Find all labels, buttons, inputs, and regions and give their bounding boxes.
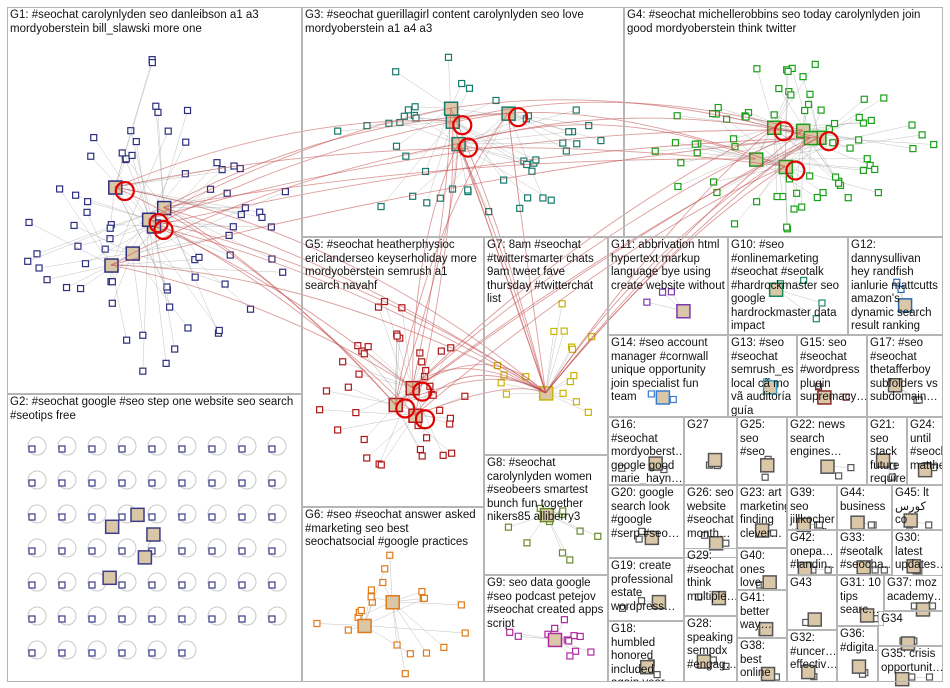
group-box-g21: G21: seo stack future require…	[867, 417, 907, 485]
group-box-g45: G45: lt كورس co seo…	[892, 485, 943, 530]
group-box-g13: G13: #seo #seochat semrush_es local cã m…	[728, 335, 797, 417]
group-label-g43: G43	[790, 577, 834, 591]
group-label-g41: G41: better way…	[740, 592, 784, 633]
group-label-g42: G42: onepa… #landin…	[790, 532, 834, 573]
group-label-g36: G36: #digita…	[840, 628, 875, 655]
group-box-g4: G4: #seochat michellerobbins seo today c…	[624, 7, 943, 237]
group-box-g39: G39: seo jillkocher #jumpfl…	[787, 485, 837, 530]
group-label-g35: G35: crisis opportunit…	[881, 648, 940, 675]
group-label-g39: G39: seo jillkocher #jumpfl…	[790, 487, 834, 530]
group-label-g38: G38: best online marketin…	[740, 640, 784, 682]
group-box-g8: G8: #seochat carolynlyden women #seobeer…	[484, 455, 608, 575]
group-label-g45: G45: lt كورس co seo…	[895, 487, 940, 530]
group-label-g23: G23: art marketing finding clever…	[740, 487, 784, 541]
group-box-g22: G22: news search engines…	[787, 417, 867, 485]
group-box-g28: G28: speaking sempdx #engag…	[684, 616, 737, 682]
group-box-g29: G29: #seochat think multiple…	[684, 548, 737, 616]
group-box-g41: G41: better way…	[737, 590, 787, 638]
group-label-g25: G25: seo #seo	[740, 419, 784, 460]
group-box-g9: G9: seo data google #seo podcast petejov…	[484, 575, 608, 682]
group-box-g24: G24: until #seochat matthe…	[907, 417, 943, 485]
group-box-g43: G43	[787, 575, 837, 630]
group-label-g22: G22: news search engines…	[790, 419, 864, 460]
group-label-g11: G11: abbrivation html hypertext markup l…	[611, 239, 725, 293]
group-label-g26: G26: seo website #seochat month…	[687, 487, 734, 541]
group-label-g7: G7: 8am #seochat #twittersmarter chats 9…	[487, 239, 605, 307]
group-label-g32: G32: #uncer… effectiv…	[790, 632, 834, 673]
group-box-g10: G10: #seo #onlinemarketing #seochat #seo…	[728, 237, 848, 335]
group-label-g10: G10: #seo #onlinemarketing #seochat #seo…	[731, 239, 845, 334]
group-box-g18: G18: humbled honored included again year…	[608, 621, 684, 682]
group-label-g28: G28: speaking sempdx #engag…	[687, 618, 734, 672]
group-label-g17: G17: #seo #seochat thetafferboy subfolde…	[870, 337, 940, 405]
group-label-g24: G24: until #seochat matthe…	[910, 419, 940, 473]
group-box-g38: G38: best online marketin…	[737, 638, 787, 682]
group-label-g16: G16: #seochat mordyoberst… google good m…	[611, 419, 681, 485]
group-label-g15: G15: seo #seochat #wordpress plugin supr…	[800, 337, 864, 405]
group-box-g30: G30: latest updates…	[892, 530, 943, 576]
group-label-g4: G4: #seochat michellerobbins seo today c…	[627, 9, 940, 36]
group-box-g3: G3: #seochat guerillagirl content caroly…	[302, 7, 624, 237]
group-box-g6: G6: #seo #seochat answer asked #marketin…	[302, 507, 484, 682]
group-box-g37: G37: moz academy…	[884, 575, 943, 611]
group-label-g29: G29: #seochat think multiple…	[687, 550, 734, 604]
group-box-g35: G35: crisis opportunit…	[878, 646, 943, 682]
group-box-g34: G34	[878, 611, 943, 646]
group-label-g14: G14: #seo account manager #cornwall uniq…	[611, 337, 725, 405]
group-box-g44: G44: business	[837, 485, 892, 530]
group-box-g23: G23: art marketing finding clever…	[737, 485, 787, 548]
group-box-g16: G16: #seochat mordyoberst… google good m…	[608, 417, 684, 485]
group-label-g9: G9: seo data google #seo podcast petejov…	[487, 577, 605, 631]
group-box-g20: G20: google search look #google #serp #s…	[608, 485, 684, 558]
group-label-g3: G3: #seochat guerillagirl content caroly…	[305, 9, 621, 36]
group-label-g37: G37: moz academy…	[887, 577, 940, 604]
group-label-g12: G12: dannysullivan hey randfish ianlurie…	[851, 239, 940, 334]
group-box-g33: G33: #seotalk #seocha…	[837, 530, 892, 575]
group-box-g11: G11: abbrivation html hypertext markup l…	[608, 237, 728, 335]
group-label-g8: G8: #seochat carolynlyden women #seobeer…	[487, 457, 605, 525]
group-label-g34: G34	[881, 613, 940, 627]
group-box-g31: G31: 10 tips searc…	[837, 575, 884, 626]
group-box-g42: G42: onepa… #landin…	[787, 530, 837, 575]
group-label-g30: G30: latest updates…	[895, 532, 940, 573]
group-box-g19: G19: create professional estate wordpres…	[608, 558, 684, 621]
group-label-g13: G13: #seo #seochat semrush_es local cã m…	[731, 337, 794, 417]
group-label-g1: G1: #seochat carolynlyden seo danleibson…	[10, 9, 299, 36]
group-box-g25: G25: seo #seo	[737, 417, 787, 485]
group-box-g2: G2: #seochat google #seo step one websit…	[7, 394, 302, 682]
group-box-g27: G27	[684, 417, 737, 485]
group-label-g2: G2: #seochat google #seo step one websit…	[10, 396, 299, 423]
group-label-g5: G5: #seochat heatherphysioc ericlanderse…	[305, 239, 481, 293]
group-box-g5: G5: #seochat heatherphysioc ericlanderse…	[302, 237, 484, 507]
group-box-g14: G14: #seo account manager #cornwall uniq…	[608, 335, 728, 417]
group-box-g36: G36: #digita…	[837, 626, 878, 682]
group-label-g18: G18: humbled honored included again year…	[611, 623, 681, 682]
group-label-g31: G31: 10 tips searc…	[840, 577, 881, 618]
group-box-g1: G1: #seochat carolynlyden seo danleibson…	[7, 7, 302, 394]
group-box-g7: G7: 8am #seochat #twittersmarter chats 9…	[484, 237, 608, 455]
group-label-g20: G20: google search look #google #serp #s…	[611, 487, 681, 541]
group-label-g40: G40: ones love solve…	[740, 550, 784, 590]
group-label-g19: G19: create professional estate wordpres…	[611, 560, 681, 614]
group-box-g17: G17: #seo #seochat thetafferboy subfolde…	[867, 335, 943, 417]
group-box-g12: G12: dannysullivan hey randfish ianlurie…	[848, 237, 943, 335]
group-label-g21: G21: seo stack future require…	[870, 419, 904, 485]
group-label-g27: G27	[687, 419, 734, 433]
group-box-g32: G32: #uncer… effectiv…	[787, 630, 837, 682]
group-box-g40: G40: ones love solve…	[737, 548, 787, 590]
group-label-g33: G33: #seotalk #seocha…	[840, 532, 889, 573]
group-label-g6: G6: #seo #seochat answer asked #marketin…	[305, 509, 481, 550]
group-box-g15: G15: seo #seochat #wordpress plugin supr…	[797, 335, 867, 417]
group-label-g44: G44: business	[840, 487, 889, 514]
